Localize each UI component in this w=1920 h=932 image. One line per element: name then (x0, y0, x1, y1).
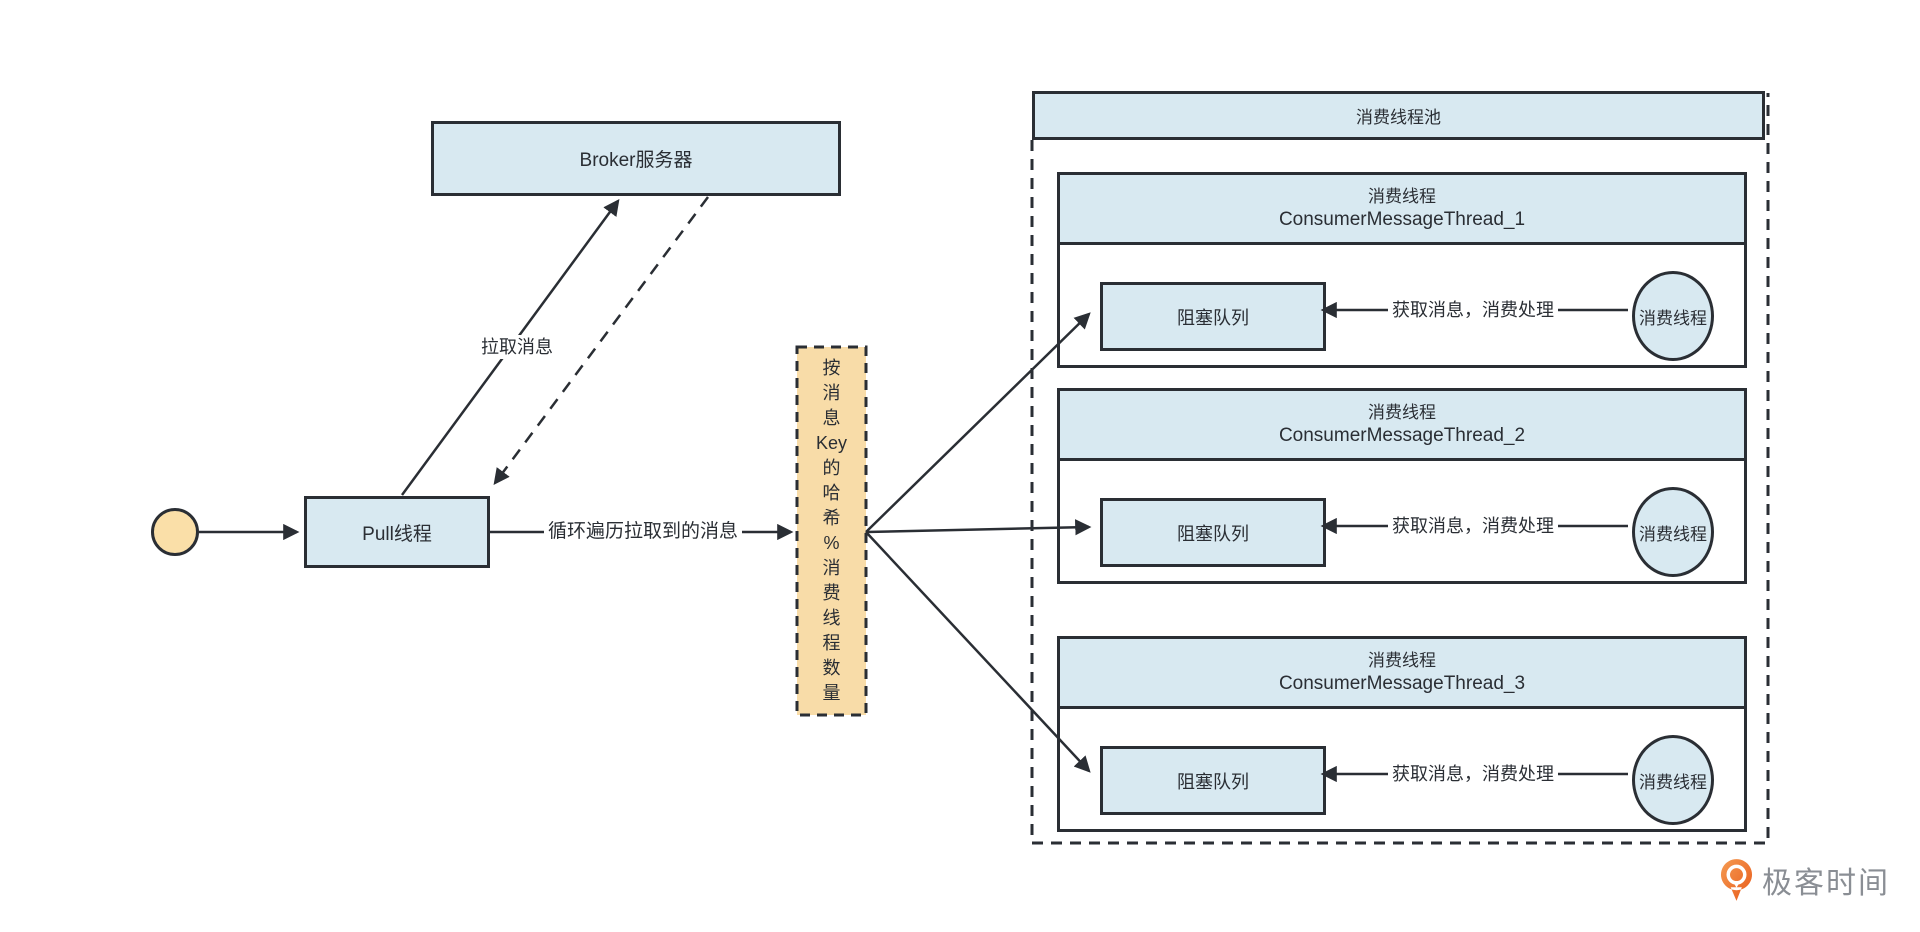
consumer-unit-3-title: 消费线程 (1368, 650, 1436, 670)
consumer-unit-2-subtitle: ConsumerMessageThread_2 (1278, 424, 1526, 446)
consumer-thread-ellipse-2: 消费线程 (1632, 487, 1714, 577)
start-node-circle (151, 508, 199, 556)
broker-server-label: Broker服务器 (579, 150, 693, 171)
consumer-thread-label-2: 消费线程 (1639, 524, 1707, 544)
consumer-thread-ellipse-1: 消费线程 (1632, 271, 1714, 361)
geektime-logo-icon (1720, 859, 1753, 901)
blocking-queue-box-2: 阻塞队列 (1100, 498, 1326, 567)
consumer-unit-2-title: 消费线程 (1368, 402, 1436, 422)
pull-thread-box: Pull线程 (304, 496, 490, 568)
consumer-unit-3-header: 消费线程 ConsumerMessageThread_3 (1060, 639, 1744, 709)
pull-thread-label: Pull线程 (362, 523, 432, 545)
consumer-unit-2: 消费线程 ConsumerMessageThread_2 阻塞队列 消费线程 (1057, 388, 1747, 584)
consumer-unit-1: 消费线程 ConsumerMessageThread_1 阻塞队列 消费线程 (1057, 172, 1747, 368)
consumer-pool-title: 消费线程池 (1356, 108, 1441, 127)
broker-server-box: Broker服务器 (431, 121, 841, 196)
blocking-queue-label-3: 阻塞队列 (1177, 771, 1249, 792)
consumer-unit-2-header: 消费线程 ConsumerMessageThread_2 (1060, 391, 1744, 461)
geektime-logo-text: 极客时间 (1762, 867, 1890, 900)
consumer-thread-label-3: 消费线程 (1639, 772, 1707, 792)
blocking-queue-label-1: 阻塞队列 (1177, 307, 1249, 328)
consumer-pool-header: 消费线程池 (1032, 91, 1765, 140)
consumer-unit-1-subtitle: ConsumerMessageThread_1 (1278, 208, 1526, 230)
geektime-logo: 极客时间 (1720, 858, 1890, 902)
consumer-unit-1-header: 消费线程 ConsumerMessageThread_1 (1060, 175, 1744, 245)
consumer-thread-label-1: 消费线程 (1639, 308, 1707, 328)
blocking-queue-label-2: 阻塞队列 (1177, 523, 1249, 544)
consumer-thread-ellipse-3: 消费线程 (1632, 735, 1714, 825)
consumer-unit-3-subtitle: ConsumerMessageThread_3 (1278, 672, 1526, 694)
consumer-unit-1-title: 消费线程 (1368, 186, 1436, 206)
consumer-unit-3: 消费线程 ConsumerMessageThread_3 阻塞队列 消费线程 (1057, 636, 1747, 832)
blocking-queue-box-1: 阻塞队列 (1100, 282, 1326, 351)
blocking-queue-box-3: 阻塞队列 (1100, 746, 1326, 815)
